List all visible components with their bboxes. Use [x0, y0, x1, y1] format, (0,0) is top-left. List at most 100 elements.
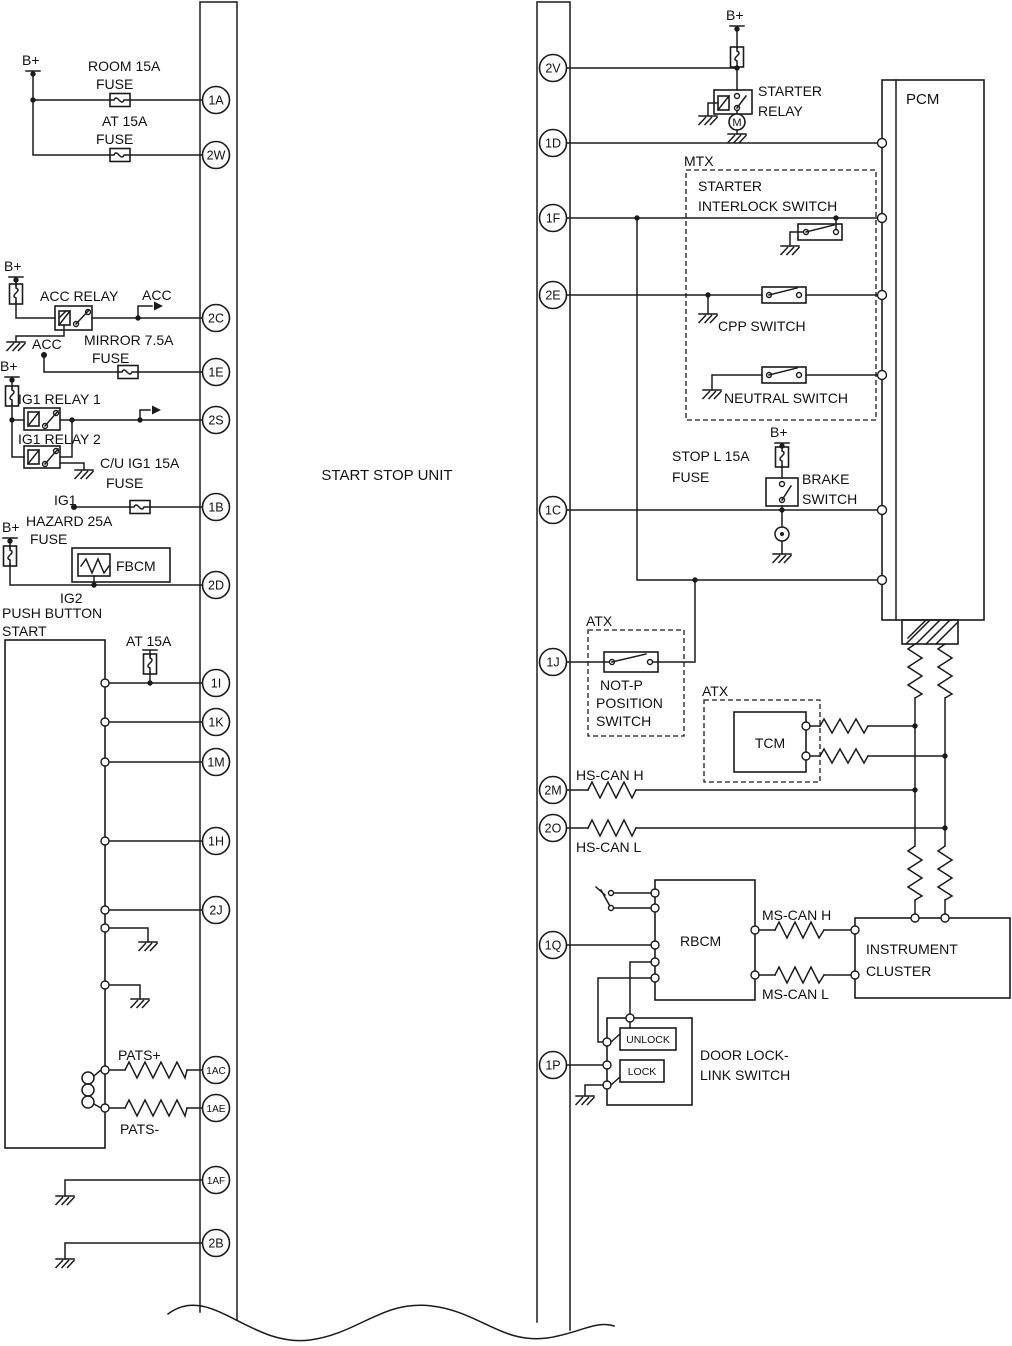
svg-text:1C: 1C [545, 504, 561, 518]
fbcm-label: FBCM [116, 558, 156, 574]
ms-can-l-label: MS-CAN L [762, 986, 829, 1002]
svg-text:1J: 1J [546, 656, 559, 670]
brake-switch-icon [765, 477, 799, 507]
interlock-branch-wire [636, 217, 879, 581]
pin-2C: 2C [201, 303, 231, 333]
unlock-label: UNLOCK [626, 1034, 670, 1046]
pats-coil-icon [81, 1071, 95, 1085]
pcm-label: PCM [906, 91, 939, 108]
cu-ig1-fuse-circuit: C/U IG1 15A FUSE IG1 [54, 455, 203, 515]
ground-icon [772, 553, 792, 564]
acc-relay-label: ACC RELAY [40, 288, 119, 304]
pin-2M: 2M [538, 775, 568, 805]
svg-text:2D: 2D [208, 579, 224, 593]
starter-relay-circuit: B+ M STARTER RELAY [566, 7, 879, 144]
fuse-word: FUSE [96, 131, 133, 147]
starter-fuse-icon [729, 46, 745, 68]
fuse-word: FUSE [106, 475, 143, 491]
pin-1I: 1I [201, 668, 231, 698]
push-button-start: PUSH BUTTON START AT 15A PATS+ PATS- [2, 605, 203, 1149]
pin-2S: 2S [201, 405, 231, 435]
mirror-fuse-circuit: ACC MIRROR 7.5A FUSE [32, 332, 203, 380]
svg-text:1M: 1M [207, 756, 224, 770]
lock-label: LOCK [628, 1066, 657, 1078]
pin-1M: 1M [201, 747, 231, 777]
at-fuse2-icon [142, 653, 158, 675]
ground-icon [138, 941, 158, 952]
pats-minus-twist-icon [123, 1098, 188, 1119]
hs-can-l-label: HS-CAN L [576, 839, 642, 855]
bplus-label: B+ [770, 424, 788, 440]
svg-text:1Q: 1Q [545, 939, 562, 953]
atx-notp-group: ATX NOT-P POSITION SWITCH [566, 579, 696, 737]
svg-text:1F: 1F [546, 212, 561, 226]
push-button-label-1: PUSH BUTTON [2, 605, 102, 621]
ms-can-h-twist-icon [773, 920, 826, 940]
ms-can-l-twist-icon [773, 965, 826, 985]
cluster-label-2: CLUSTER [866, 963, 931, 979]
ground-icon [55, 1258, 75, 1269]
acc-relay-circuit: B+ ACC RELAY ACC [4, 258, 203, 352]
tcm-box [733, 711, 807, 773]
atx-tcm-dashed-box [703, 699, 821, 783]
hazard-fuse-icon [2, 545, 18, 567]
cpp-switch-icon [761, 286, 807, 304]
torn-edge-wave [166, 1304, 615, 1342]
ig1-relay-circuit: B+ IG1 RELAY 1 IG1 RELAY 2 [0, 358, 203, 480]
push-button-box [4, 639, 106, 1149]
ground-icon [698, 313, 718, 324]
door-lock-label-1: DOOR LOCK- [700, 1047, 789, 1063]
acc-feed-fuse-icon [8, 283, 24, 305]
ig1-relay1-label: IG1 RELAY 1 [18, 391, 101, 407]
bplus-label: B+ [0, 358, 18, 374]
ig1-feed-fuse-icon [4, 385, 20, 407]
svg-text:2S: 2S [208, 414, 223, 428]
notp-label-1: NOT-P [600, 677, 643, 693]
svg-text:1H: 1H [208, 835, 224, 849]
ground-icon [780, 245, 800, 256]
notp-label-2: POSITION [596, 695, 663, 711]
pin-2O: 2O [538, 813, 568, 843]
ms-can-h-label: MS-CAN H [762, 907, 831, 923]
right-pins: 2V 1D 1F 2E 1C 1J 2M 2O 1Q 1P [538, 53, 568, 1080]
svg-text:1B: 1B [208, 501, 223, 515]
acc-relay-box [54, 305, 93, 331]
door-lock-label-2: LINK SWITCH [700, 1067, 790, 1083]
pin-2V: 2V [538, 53, 568, 83]
ground-icon [727, 133, 747, 144]
unit-title: START STOP UNIT [321, 467, 452, 484]
acc-src-label: ACC [32, 336, 62, 352]
cu-ig1-fuse-label: C/U IG1 15A [100, 455, 180, 471]
stop-fuse-label: STOP L 15A [672, 448, 750, 464]
stop-fuse-icon [774, 446, 790, 468]
ig1-relay2-box [23, 445, 61, 469]
svg-text:1AC: 1AC [206, 1066, 225, 1077]
instrument-cluster-box [854, 917, 1011, 999]
cu-ig1-fuse-icon [129, 499, 151, 515]
pin-1AF: 1AF [201, 1165, 231, 1195]
bottom-grounds [55, 1179, 203, 1269]
pin-1K: 1K [201, 707, 231, 737]
ms-can-lines: MS-CAN H MS-CAN L [758, 907, 852, 1002]
pin-1D: 1D [538, 128, 568, 158]
pin-1AC: 1AC [201, 1055, 231, 1085]
pin-1E: 1E [201, 357, 231, 387]
svg-text:2E: 2E [545, 289, 560, 303]
pin-2W: 2W [201, 140, 231, 170]
cpp-label: CPP SWITCH [718, 318, 806, 334]
bplus-label: B+ [22, 52, 40, 68]
svg-text:1E: 1E [208, 366, 223, 380]
svg-text:1AF: 1AF [207, 1176, 225, 1187]
starter-relay-label-1: STARTER [758, 83, 822, 99]
ground-icon [55, 1195, 75, 1206]
brake-switch-circuit: STOP L 15A FUSE B+ BRAKE SWITCH [566, 424, 879, 564]
fuse-word: FUSE [30, 531, 67, 547]
brake-label-2: SWITCH [802, 491, 857, 507]
hs-can-h-label: HS-CAN H [576, 767, 644, 783]
ig1-relay2-label: IG1 RELAY 2 [18, 431, 101, 447]
pats-minus-label: PATS- [120, 1121, 159, 1137]
ig1-relay1-box [23, 407, 61, 431]
can-bus-vertical [901, 618, 960, 915]
svg-text:2V: 2V [545, 62, 561, 76]
